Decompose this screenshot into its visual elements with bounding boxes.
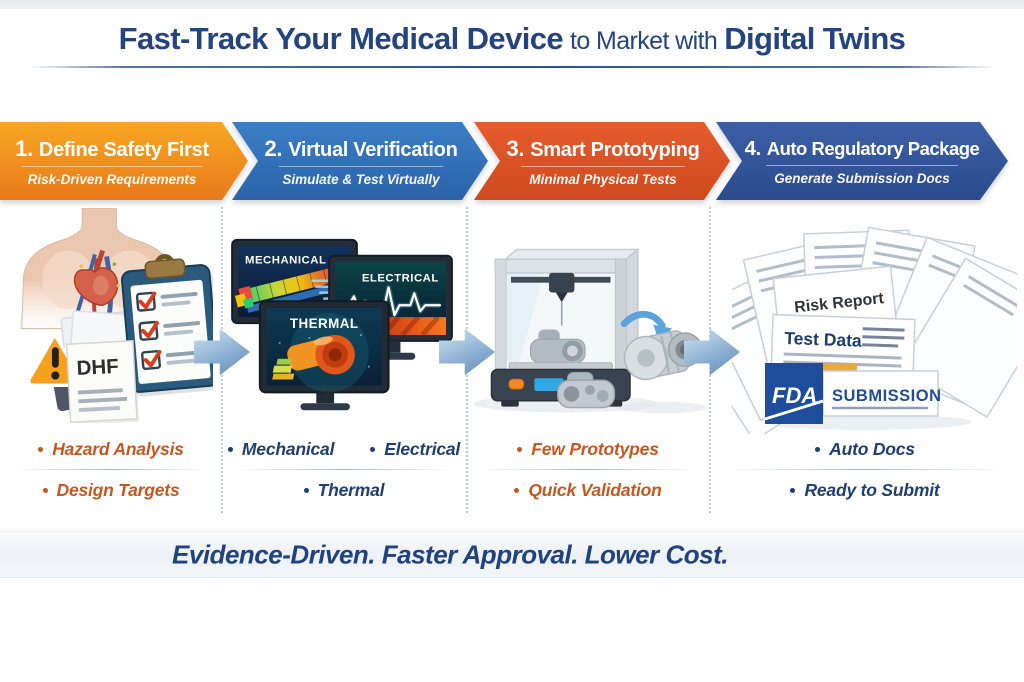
bullets-step-1: Hazard Analysis Design Targets xyxy=(6,435,216,505)
bullets-step-4: Auto Docs Ready to Submit xyxy=(712,435,1018,505)
bullet-dot-icon xyxy=(790,488,796,493)
bullet-item: Thermal xyxy=(303,480,385,501)
thermal-part-graphic xyxy=(287,334,355,375)
submission-banner: SUBMISSION xyxy=(822,363,942,417)
step-1-heading: 1.Define Safety First xyxy=(15,136,209,162)
bullet-item: Few Prototypes xyxy=(517,439,659,460)
step-4-title: Auto Regulatory Package xyxy=(766,137,980,159)
monitor-mechanical-label: MECHANICAL xyxy=(245,255,326,267)
monitor-electrical: ELECTRICAL xyxy=(328,254,453,360)
monitor-electrical-label: ELECTRICAL xyxy=(362,273,439,285)
banner-step-4: 4.Auto Regulatory Package Generate Submi… xyxy=(716,122,1008,200)
step-2-number: 2. xyxy=(264,135,283,161)
step-1-number: 1. xyxy=(15,135,33,161)
footer-tagline-strip: Evidence-Driven. Faster Approval. Lower … xyxy=(0,531,1024,578)
submission-label: SUBMISSION xyxy=(832,387,942,405)
bullet-item: Design Targets xyxy=(42,480,180,501)
illustration-step-4: Risk Report Test Data SUBMISSION FDA xyxy=(732,226,1017,434)
dhf-document: DHF xyxy=(65,340,140,423)
banner-step-3: 3.Smart Prototyping Minimal Physical Tes… xyxy=(474,122,730,200)
step-3-subtitle: Minimal Physical Tests xyxy=(529,171,677,187)
printed-part-graphic xyxy=(530,329,586,364)
bullet-dot-icon xyxy=(514,488,520,493)
monitor-thermal: THERMAL xyxy=(258,300,390,411)
step-4-number: 4. xyxy=(744,136,762,160)
bullet-dot-icon xyxy=(38,447,44,452)
bullet-dot-icon xyxy=(227,447,233,452)
bullet-dot-icon xyxy=(370,447,376,452)
step-2-title: Virtual Verification xyxy=(288,138,458,161)
banner-divider xyxy=(22,165,202,167)
title-underline xyxy=(28,66,996,68)
banner-divider xyxy=(766,164,958,166)
bullet-item: Ready to Submit xyxy=(790,480,940,501)
bullet-divider xyxy=(724,469,1006,470)
bullet-item: Electrical xyxy=(370,439,460,460)
bullet-divider xyxy=(479,469,697,470)
step-1-title: Define Safety First xyxy=(38,138,209,161)
stepped-part-graphic xyxy=(272,358,295,380)
title-part-2: to Market with xyxy=(570,27,718,55)
bullet-item: Hazard Analysis xyxy=(38,439,184,460)
illustration-step-1: DHF xyxy=(21,208,213,423)
bullet-dot-icon xyxy=(517,447,523,452)
checklist-row xyxy=(138,320,201,341)
bullet-divider xyxy=(233,469,455,470)
banner-divider xyxy=(520,165,686,167)
monitor-thermal-label: THERMAL xyxy=(290,316,359,331)
bullet-dot-icon xyxy=(815,447,821,452)
step-3-heading: 3.Smart Prototyping xyxy=(506,136,699,162)
checklist-row xyxy=(135,291,198,312)
banner-step-1: 1.Define Safety First Risk-Driven Requir… xyxy=(0,122,248,200)
top-strip xyxy=(0,0,1024,9)
step-2-heading: 2.Virtual Verification xyxy=(265,136,458,162)
fda-logo: FDA xyxy=(764,363,824,424)
illustration-step-2: MECHANICAL ELECTRICAL xyxy=(231,238,453,411)
banner-step-2: 2.Virtual Verification Simulate & Test V… xyxy=(232,122,488,200)
bullet-item: Auto Docs xyxy=(815,439,915,460)
bullets-step-2: Mechanical Electrical Thermal xyxy=(224,435,464,505)
prototype-part-bracket xyxy=(557,371,616,409)
process-banners: 1.Define Safety First Risk-Driven Requir… xyxy=(0,122,1024,200)
title-part-1: Fast-Track Your Medical Device xyxy=(118,21,564,56)
illustration-step-3 xyxy=(472,247,708,414)
checklist-row xyxy=(140,350,203,371)
bullet-item: Quick Validation xyxy=(514,480,662,501)
bullet-dot-icon xyxy=(303,488,309,493)
bullet-item: Mechanical xyxy=(227,439,334,460)
banner-divider xyxy=(278,165,444,167)
step-3-title: Smart Prototyping xyxy=(530,138,700,161)
dhf-label: DHF xyxy=(76,355,119,380)
bullets-step-3: Few Prototypes Quick Validation xyxy=(470,435,706,505)
step-3-number: 3. xyxy=(506,135,525,161)
step-4-heading: 4.Auto Regulatory Package xyxy=(745,137,980,161)
step-2-subtitle: Simulate & Test Virtually xyxy=(282,171,440,187)
bullet-dot-icon xyxy=(42,488,48,493)
step-1-subtitle: Risk-Driven Requirements xyxy=(27,171,197,187)
tagline-text: Evidence-Driven. Faster Approval. Lower … xyxy=(172,539,728,569)
step-4-subtitle: Generate Submission Docs xyxy=(774,170,950,186)
bullet-divider xyxy=(14,469,208,470)
test-data-label: Test Data xyxy=(784,328,862,351)
title-part-3: Digital Twins xyxy=(724,21,906,56)
